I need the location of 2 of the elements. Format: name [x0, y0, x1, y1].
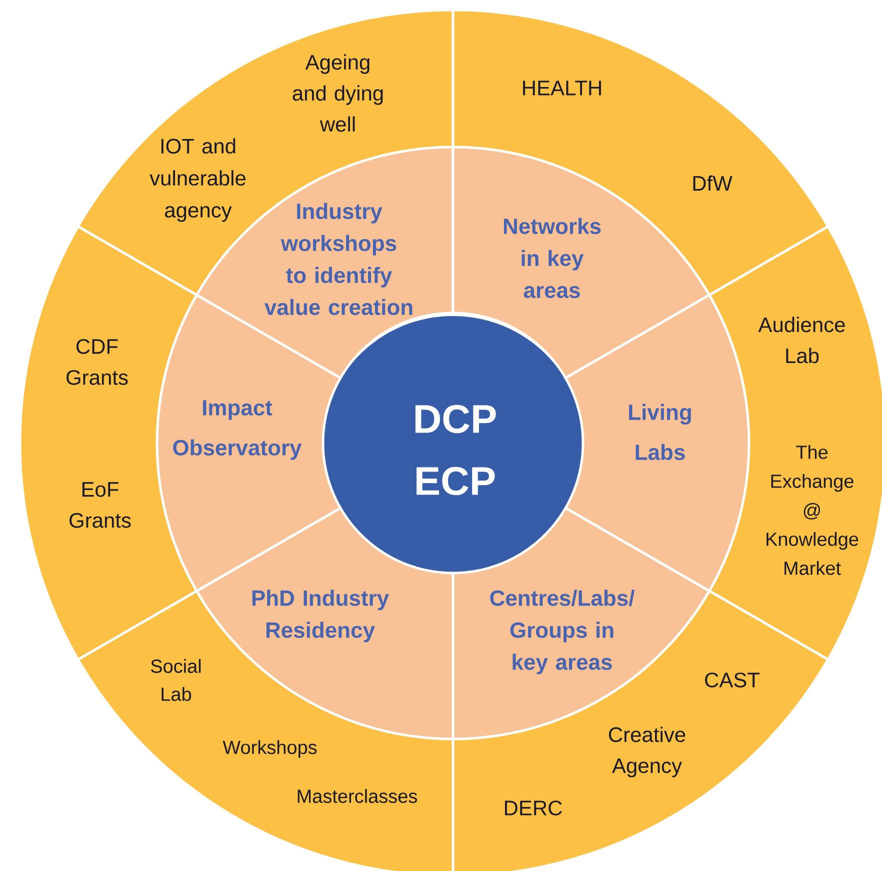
- node-label: The Exchange @ Knowledge Market: [766, 445, 858, 575]
- node-label: Audience Lab: [758, 316, 845, 364]
